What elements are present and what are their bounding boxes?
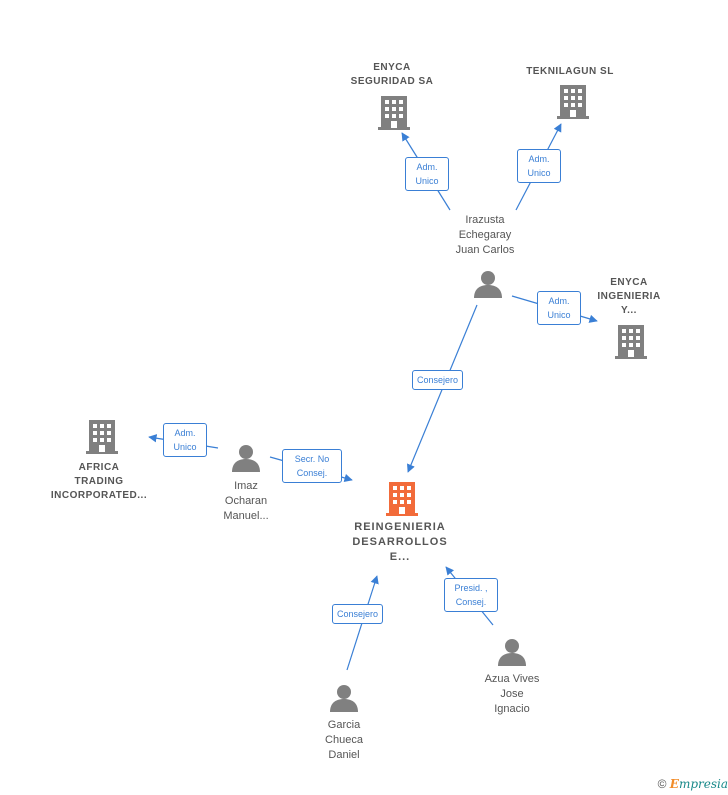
building-icon[interactable]: [615, 325, 647, 359]
edge-label-line: Unico: [527, 168, 551, 178]
node-name-line: ENYCA: [373, 62, 411, 73]
building-icon[interactable]: [378, 96, 410, 130]
edge-label-line: Presid. ,: [454, 583, 488, 593]
person-icon[interactable]: [473, 270, 503, 298]
node-name-line: SEGURIDAD SA: [350, 76, 434, 87]
node-name-line: Irazusta: [465, 214, 505, 226]
building-icon[interactable]: [557, 85, 589, 119]
node-name-line: INCORPORATED...: [50, 490, 148, 501]
node-label-africa-trading[interactable]: AFRICA TRADING INCORPORATED...: [39, 461, 159, 503]
node-name-line: Imaz: [234, 480, 258, 492]
edge-label-line: Consej.: [455, 597, 487, 607]
node-label-irazusta[interactable]: Irazusta Echegaray Juan Carlos: [425, 213, 545, 258]
brand-logo: Empresia: [670, 777, 728, 791]
node-name-line: E...: [389, 551, 411, 563]
edge-label-line: Unico: [173, 442, 197, 452]
node-name-line: Echegaray: [458, 229, 512, 241]
node-name-line: Jose: [500, 688, 524, 700]
node-name-line: Juan Carlos: [455, 244, 515, 256]
edge-label-presid-consej: Presid. , Consej.: [444, 578, 498, 612]
person-icon[interactable]: [497, 638, 527, 666]
edge-label-line: Consejero: [337, 609, 379, 619]
edge-label-adm-unico: Adm. Unico: [405, 157, 449, 191]
building-icon[interactable]: [86, 420, 118, 454]
node-name-line: Garcia: [327, 719, 361, 731]
node-name-line: DESARROLLOS: [352, 536, 448, 548]
edge-label-adm-unico: Adm. Unico: [517, 149, 561, 183]
brand-initial: E: [669, 777, 679, 791]
node-label-garcia[interactable]: Garcia Chueca Daniel: [294, 718, 394, 763]
node-name-line: Ocharan: [224, 495, 268, 507]
node-name-line: TRADING: [74, 476, 124, 487]
node-name-line: INGENIERIA: [597, 291, 661, 302]
edge-label-line: Secr. No: [294, 454, 330, 464]
edge-label-line: Adm.: [528, 154, 550, 164]
edge-label-adm-unico: Adm. Unico: [163, 423, 207, 457]
node-label-imaz[interactable]: Imaz Ocharan Manuel...: [196, 479, 296, 524]
node-label-enyca-seguridad[interactable]: ENYCA SEGURIDAD SA: [332, 61, 452, 89]
edge-label-secr-no-consej: Secr. No Consej.: [282, 449, 342, 483]
copyright-icon: ©: [657, 777, 667, 791]
node-label-reingenieria[interactable]: REINGENIERIA DESARROLLOS E...: [330, 520, 470, 565]
edge-label-line: Adm.: [548, 296, 570, 306]
node-name-line: TEKNILAGUN SL: [526, 66, 614, 77]
node-name-line: Ignacio: [494, 703, 530, 715]
edge-label-line: Unico: [415, 176, 439, 186]
brand-name: mpresia: [678, 777, 728, 791]
edge-label-consejero: Consejero: [412, 370, 464, 390]
building-icon-focus[interactable]: [386, 482, 418, 516]
node-name-line: Y...: [621, 305, 637, 316]
empresia-watermark: © Empresia: [658, 777, 728, 791]
edge-label-line: Consej.: [296, 468, 328, 478]
node-name-line: Manuel...: [223, 510, 269, 522]
edge-label-line: Adm.: [416, 162, 438, 172]
node-name-line: REINGENIERIA: [354, 521, 446, 533]
node-name-line: AFRICA: [78, 462, 120, 473]
node-label-enyca-ingenieria[interactable]: ENYCA INGENIERIA Y...: [584, 276, 674, 318]
edge-label-adm-unico: Adm. Unico: [537, 291, 581, 325]
edge-label-line: Adm.: [174, 428, 196, 438]
person-icon[interactable]: [231, 444, 261, 472]
node-name-line: ENYCA: [610, 277, 648, 288]
person-icon[interactable]: [329, 684, 359, 712]
node-label-teknilagun[interactable]: TEKNILAGUN SL: [510, 65, 630, 79]
node-label-azua[interactable]: Azua Vives Jose Ignacio: [462, 672, 562, 717]
edge-label-line: Consejero: [417, 375, 459, 385]
node-name-line: Daniel: [328, 749, 360, 761]
edge-label-consejero: Consejero: [332, 604, 384, 624]
edge-label-line: Unico: [547, 310, 571, 320]
node-name-line: Azua Vives: [484, 673, 540, 685]
node-name-line: Chueca: [325, 734, 363, 746]
